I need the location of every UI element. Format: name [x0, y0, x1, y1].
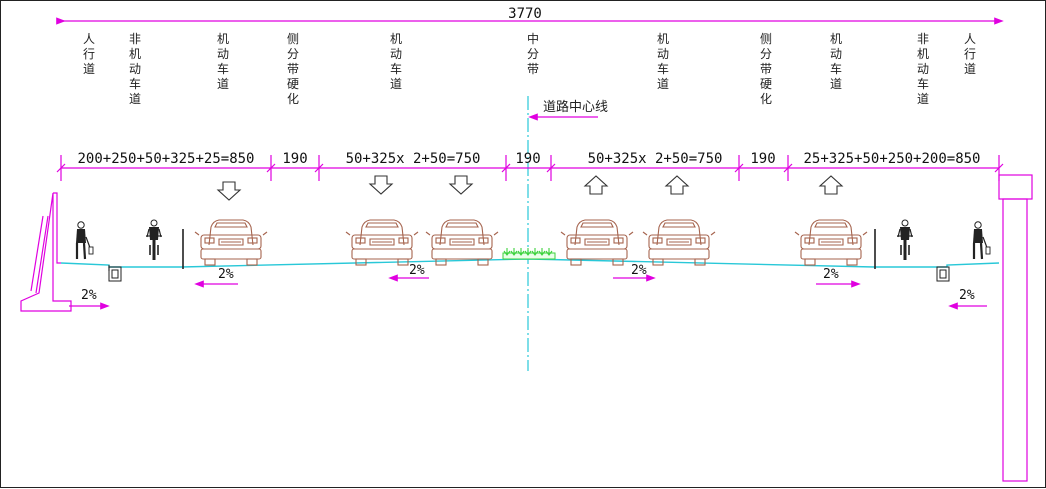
car-icon [425, 219, 499, 266]
car-icon [194, 219, 268, 266]
lane-dimension-label: 50+325x 2+50=750 [346, 151, 481, 167]
slope-label: 2% [823, 267, 839, 282]
lane-dimension-line [56, 155, 1004, 181]
slope-label: 2% [81, 288, 97, 303]
arrow-up-icon [665, 175, 689, 195]
slope-label: 2% [959, 288, 975, 303]
pedestrian-icon [971, 220, 992, 261]
car-icon [345, 219, 419, 266]
arrow-up-icon [819, 175, 843, 195]
lane-dimension-label: 190 [515, 151, 540, 167]
zone-label: 机动车道 [830, 32, 842, 91]
slope-label: 2% [409, 263, 425, 278]
cyclist-icon [145, 219, 163, 261]
zone-label: 人行道 [83, 32, 95, 76]
car-icon [560, 219, 634, 266]
car-icon [794, 219, 868, 266]
arrow-down-icon [449, 175, 473, 195]
centerline-label: 道路中心线 [543, 99, 608, 115]
slope-label: 2% [218, 267, 234, 282]
slope-markers: 2% 2% 2% 2% 2% 2% [69, 263, 987, 310]
lane-dimension-label: 50+325x 2+50=750 [588, 151, 723, 167]
car-icon [642, 219, 716, 266]
zone-label: 非机动车道 [917, 32, 929, 106]
slope-label: 2% [631, 263, 647, 278]
zone-label: 机动车道 [657, 32, 669, 91]
right-structure [998, 174, 1033, 482]
total-width-label: 3770 [508, 6, 542, 22]
zone-label: 侧分带硬化 [287, 32, 299, 106]
lane-dimension-label: 25+325+50+250+200=850 [803, 151, 980, 167]
arrow-down-icon [369, 175, 393, 195]
zone-label: 人行道 [964, 32, 976, 76]
left-curb-inlet [108, 266, 122, 282]
zone-label: 非机动车道 [129, 32, 141, 106]
zone-label: 侧分带硬化 [760, 32, 772, 106]
right-curb-inlet [936, 266, 950, 282]
left-retaining-wall [20, 192, 72, 312]
planter-icon [502, 248, 556, 260]
arrow-down-icon [217, 181, 241, 201]
arrow-up-icon [584, 175, 608, 195]
pedestrian-icon [74, 220, 95, 261]
lane-dimension-label: 190 [750, 151, 775, 167]
zone-labels: 人行道 非机动车道 机动车道 侧分带硬化 机动车道 中分带 机动车道 侧分带硬化 机动车道 非机动… [83, 31, 976, 106]
lane-dimension-label: 190 [282, 151, 307, 167]
lane-dimension-labels: 200+250+50+325+25=850 190 50+325x 2+50=750… [77, 151, 980, 167]
zone-label: 机动车道 [390, 32, 402, 91]
lane-dimension-label: 200+250+50+325+25=850 [77, 151, 254, 167]
zone-label: 机动车道 [217, 32, 229, 91]
cyclist-icon [896, 219, 914, 261]
zone-label: 中分带 [527, 31, 539, 76]
